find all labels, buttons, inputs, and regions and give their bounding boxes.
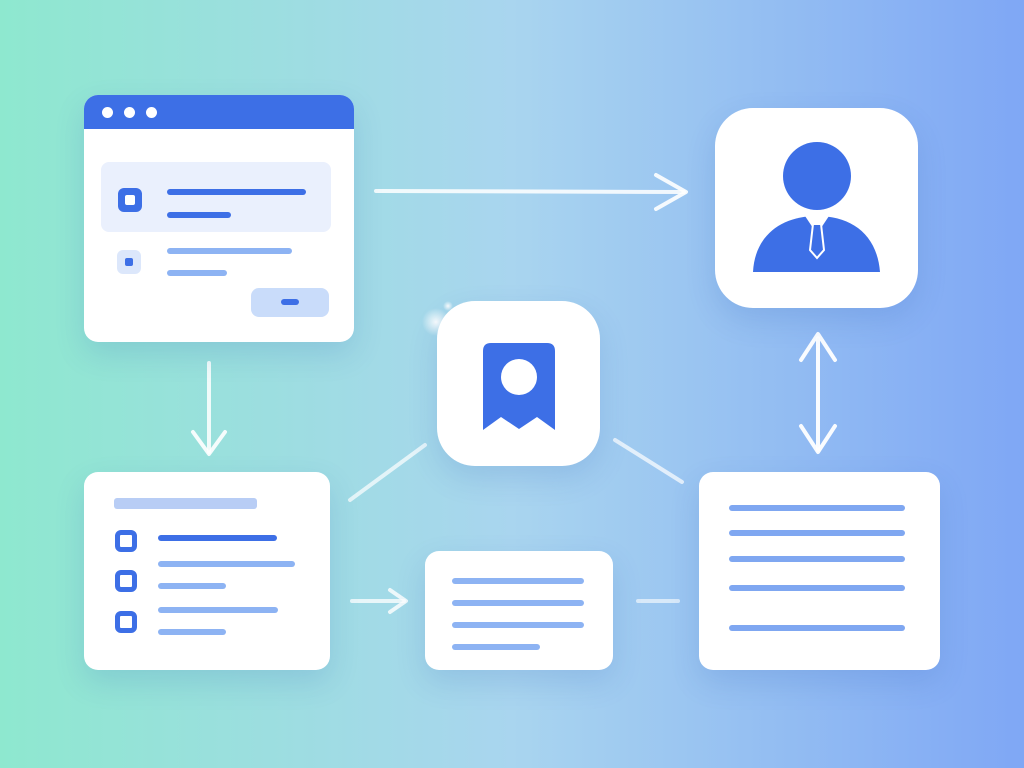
document-card — [699, 472, 940, 670]
text-line — [158, 629, 226, 635]
text-line — [167, 212, 231, 218]
ribbon-badge-icon — [483, 343, 555, 430]
text-line — [167, 189, 306, 195]
text-line — [729, 625, 905, 631]
text-line — [158, 607, 278, 613]
text-line — [452, 600, 584, 606]
text-line — [167, 248, 292, 254]
browser-window-card — [84, 95, 354, 342]
text-line — [452, 644, 540, 650]
note-card — [425, 551, 613, 670]
window-dot-icon — [146, 107, 157, 118]
arrowhead-up — [799, 332, 837, 362]
user-profile-card — [715, 108, 918, 308]
text-line — [158, 583, 226, 589]
browser-title-bar — [84, 95, 354, 129]
arrowhead-down — [799, 424, 837, 454]
text-line — [729, 505, 905, 511]
selected-list-row — [101, 162, 331, 232]
badge-card — [437, 301, 600, 466]
checklist-header-line — [114, 498, 257, 509]
arrowhead-browser-to-profile — [654, 173, 688, 211]
checkbox-icon — [115, 530, 137, 552]
user-profile-icon — [753, 142, 880, 272]
text-line — [167, 270, 227, 276]
window-dot-icon — [102, 107, 113, 118]
text-line — [729, 556, 905, 562]
arrowhead-browser-to-checklist — [191, 430, 227, 456]
line-badge-to-checklist — [348, 443, 427, 502]
text-line — [452, 578, 584, 584]
window-dot-icon — [124, 107, 135, 118]
submit-button-shape — [251, 288, 329, 317]
text-line — [729, 530, 905, 536]
checkbox-icon — [115, 570, 137, 592]
arrow-browser-to-profile — [374, 189, 686, 194]
line-badge-to-document — [613, 438, 684, 484]
checkbox-icon — [118, 188, 142, 212]
text-line — [729, 585, 905, 591]
text-line — [158, 535, 277, 541]
text-line — [158, 561, 295, 567]
checkbox-icon — [117, 250, 141, 274]
checkbox-icon — [115, 611, 137, 633]
arrowhead-checklist-to-note — [388, 588, 408, 614]
checklist-card — [84, 472, 330, 670]
text-line — [452, 622, 584, 628]
